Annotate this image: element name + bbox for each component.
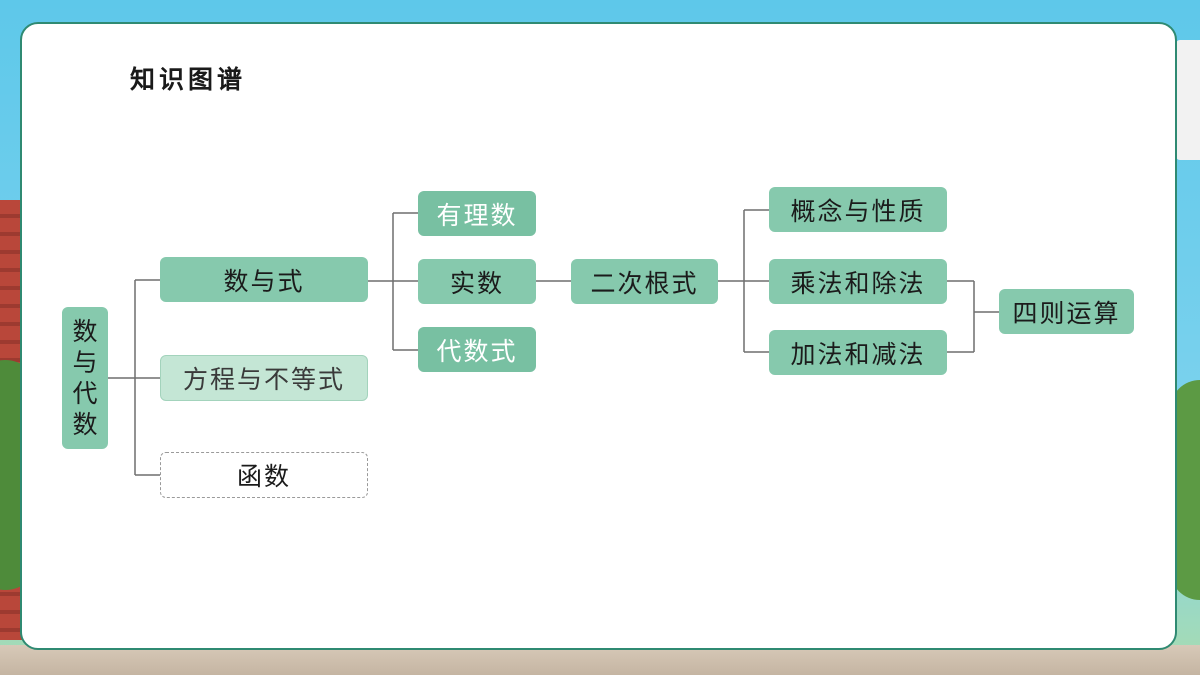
- node-char: 与: [72, 348, 98, 377]
- node-char: 数: [72, 410, 98, 439]
- background-panel: [1176, 40, 1200, 160]
- node-ercigenshi: 二次根式: [571, 259, 718, 304]
- node-jiafa: 加法和减法: [769, 330, 947, 375]
- background-ground: [0, 645, 1200, 675]
- connector-ercigenshi: [718, 209, 769, 353]
- page-title: 知识图谱: [130, 65, 247, 94]
- node-shishu: 实数: [418, 259, 536, 304]
- content-card: [20, 22, 1177, 650]
- node-sizeyunsuan: 四则运算: [999, 289, 1134, 334]
- connector-yunsuan: [946, 280, 999, 353]
- node-char: 数: [72, 317, 98, 346]
- node-char: 代: [72, 379, 98, 408]
- node-shu-yu-daishu: 数 与 代 数: [62, 307, 108, 449]
- node-chengfa: 乘法和除法: [769, 259, 947, 304]
- node-shu-yu-shi: 数与式: [160, 257, 368, 302]
- node-youlishu: 有理数: [418, 191, 536, 236]
- node-fangcheng: 方程与不等式: [160, 355, 368, 401]
- connector-shuyushi: [368, 212, 418, 351]
- node-gainian: 概念与性质: [769, 187, 947, 232]
- connector-root: [108, 279, 160, 476]
- node-hanshu: 函数: [160, 452, 368, 498]
- node-daishushi: 代数式: [418, 327, 536, 372]
